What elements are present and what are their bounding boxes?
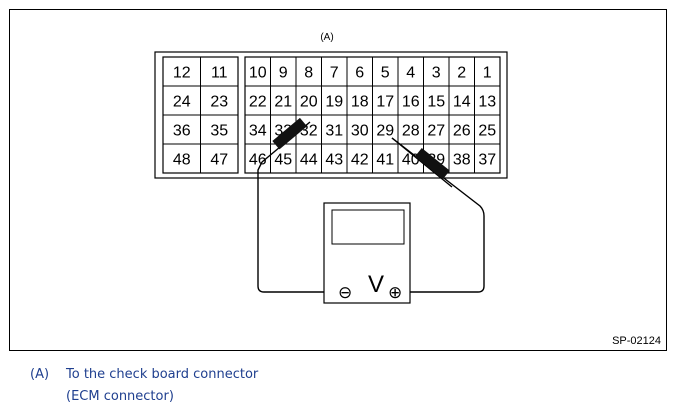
right-pin-cell: [474, 143, 501, 174]
positive-lead-wire: [391, 137, 485, 293]
pin-3: 3: [432, 65, 441, 82]
pin-20: 20: [300, 94, 318, 111]
pin-10: 10: [249, 65, 267, 82]
pin-25: 25: [478, 123, 496, 140]
pin-21: 21: [274, 94, 292, 111]
pin-22: 22: [249, 94, 267, 111]
pin-36: 36: [173, 123, 191, 140]
pin-1: 1: [483, 65, 492, 82]
caption-line-2: (ECM connector): [66, 389, 174, 404]
pin-17: 17: [376, 94, 394, 111]
pin-46: 46: [249, 152, 267, 169]
pin-15: 15: [427, 94, 445, 111]
pin-6: 6: [355, 65, 364, 82]
caption-line-1: To the check board connector: [66, 367, 259, 382]
pin-13: 13: [478, 94, 496, 111]
pin-34: 34: [249, 123, 267, 140]
left-block-grid: 12 11 24 23 36 35 48 47: [162, 56, 239, 174]
caption: (A) To the check board connector (ECM co…: [30, 364, 258, 408]
pin-44: 44: [300, 152, 318, 169]
pin-14: 14: [453, 94, 471, 111]
voltmeter-display: [331, 209, 405, 245]
negative-terminal-icon: ⊖: [338, 283, 352, 303]
pin-35: 35: [210, 123, 228, 140]
caption-key: (A): [30, 367, 50, 382]
pin-45: 45: [274, 152, 292, 169]
pin-30: 30: [351, 123, 369, 140]
voltmeter: ⊖ V ⊕: [323, 202, 411, 304]
negative-probe: [261, 117, 311, 163]
pin-5: 5: [381, 65, 390, 82]
pin-12: 12: [173, 65, 191, 82]
pin-31: 31: [325, 123, 343, 140]
pin-48: 48: [173, 152, 191, 169]
pin-23: 23: [210, 94, 228, 111]
pin-43: 43: [325, 152, 343, 169]
negative-lead-wire: [257, 161, 324, 293]
pin-27: 27: [427, 123, 445, 140]
figure-id: SP-02124: [612, 335, 661, 347]
connector-label: (A): [320, 32, 333, 43]
pin-37: 37: [478, 152, 496, 169]
pin-16: 16: [402, 94, 420, 111]
left-pin-cell: [200, 143, 239, 174]
pin-9: 9: [279, 65, 288, 82]
pin-11: 11: [211, 65, 228, 82]
pin-29: 29: [376, 123, 394, 140]
pin-26: 26: [453, 123, 471, 140]
pin-4: 4: [406, 65, 415, 82]
positive-probe: [391, 137, 453, 188]
pin-19: 19: [325, 94, 343, 111]
pin-18: 18: [351, 94, 369, 111]
pin-8: 8: [304, 65, 313, 82]
pin-2: 2: [457, 65, 466, 82]
pin-47: 47: [210, 152, 228, 169]
pin-24: 24: [173, 94, 191, 111]
pin-7: 7: [330, 65, 339, 82]
pin-38: 38: [453, 152, 471, 169]
pin-42: 42: [351, 152, 369, 169]
pin-28: 28: [402, 123, 420, 140]
pin-41: 41: [376, 152, 394, 169]
positive-terminal-icon: ⊕: [388, 283, 402, 303]
volt-symbol: V: [368, 271, 384, 298]
